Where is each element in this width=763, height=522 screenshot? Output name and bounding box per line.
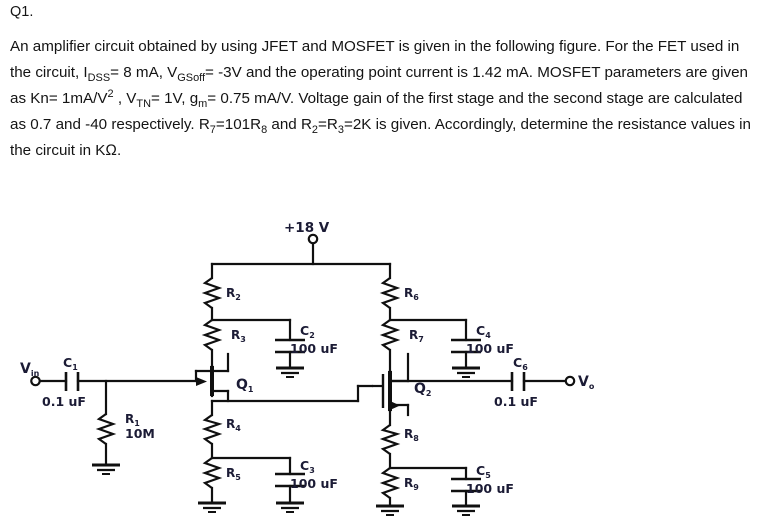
resistor-R4 bbox=[201, 414, 223, 445]
circuit-diagram: +18 V Vin Vo Q1 Q2 R1 10M R2 R3 R4 R5 bbox=[0, 215, 763, 522]
label-R7: R7 bbox=[409, 328, 424, 344]
vin-label: Vin bbox=[20, 361, 40, 378]
resistor-R1 bbox=[95, 413, 117, 445]
label-C3-value: 100 uF bbox=[290, 476, 338, 491]
resistor-R7 bbox=[379, 319, 401, 351]
label-R1: R1 bbox=[125, 412, 140, 428]
label-C3: C3 bbox=[300, 458, 315, 475]
ground-symbol-R9 bbox=[376, 504, 404, 516]
resistor-R3 bbox=[201, 319, 223, 351]
label-C4: C4 bbox=[476, 323, 491, 340]
resistor-R8 bbox=[379, 424, 401, 455]
label-R9: R9 bbox=[404, 476, 419, 492]
label-R8: R8 bbox=[404, 427, 419, 443]
resistor-R2 bbox=[201, 277, 223, 309]
label-C6-value: 0.1 uF bbox=[494, 394, 538, 409]
label-R3: R3 bbox=[231, 328, 246, 344]
label-C2-value: 100 uF bbox=[290, 341, 338, 356]
label-C2: C2 bbox=[300, 323, 315, 340]
resistor-R6 bbox=[379, 277, 401, 309]
ground-symbol-C2 bbox=[276, 366, 304, 378]
label-C1-value: 0.1 uF bbox=[42, 394, 86, 409]
question-text: An amplifier circuit obtained by using J… bbox=[10, 37, 751, 160]
vo-label: Vo bbox=[578, 374, 595, 391]
label-C5-value: 100 uF bbox=[466, 481, 514, 496]
question-block: Q1. An amplifier circuit obtained by usi… bbox=[10, 2, 755, 164]
transistor-Q2-symbol bbox=[372, 371, 400, 411]
transistor-Q1-symbol bbox=[196, 366, 214, 396]
label-R4: R4 bbox=[226, 417, 241, 433]
ground-symbol-C3 bbox=[276, 501, 304, 513]
vin-terminal bbox=[30, 375, 41, 387]
label-C6: C6 bbox=[513, 355, 528, 372]
label-Q1: Q1 bbox=[236, 377, 254, 394]
supply-terminal bbox=[307, 233, 319, 245]
ground-symbol-C4 bbox=[452, 366, 480, 378]
vo-terminal bbox=[564, 375, 576, 387]
resistor-R9 bbox=[379, 467, 401, 499]
label-C1: C1 bbox=[63, 355, 78, 372]
ground-symbol-R5 bbox=[198, 501, 226, 513]
resistor-R5 bbox=[201, 457, 223, 489]
label-R2: R2 bbox=[226, 286, 241, 302]
supply-label: +18 V bbox=[284, 220, 330, 236]
label-C4-value: 100 uF bbox=[466, 341, 514, 356]
label-R1-value: 10M bbox=[125, 426, 155, 441]
ground-symbol-R1 bbox=[92, 463, 120, 475]
label-R5: R5 bbox=[226, 466, 241, 482]
question-number: Q1. bbox=[10, 4, 34, 20]
label-R6: R6 bbox=[404, 286, 419, 302]
label-C5: C5 bbox=[476, 463, 491, 480]
ground-symbol-C5 bbox=[452, 504, 480, 516]
label-Q2: Q2 bbox=[414, 381, 431, 398]
